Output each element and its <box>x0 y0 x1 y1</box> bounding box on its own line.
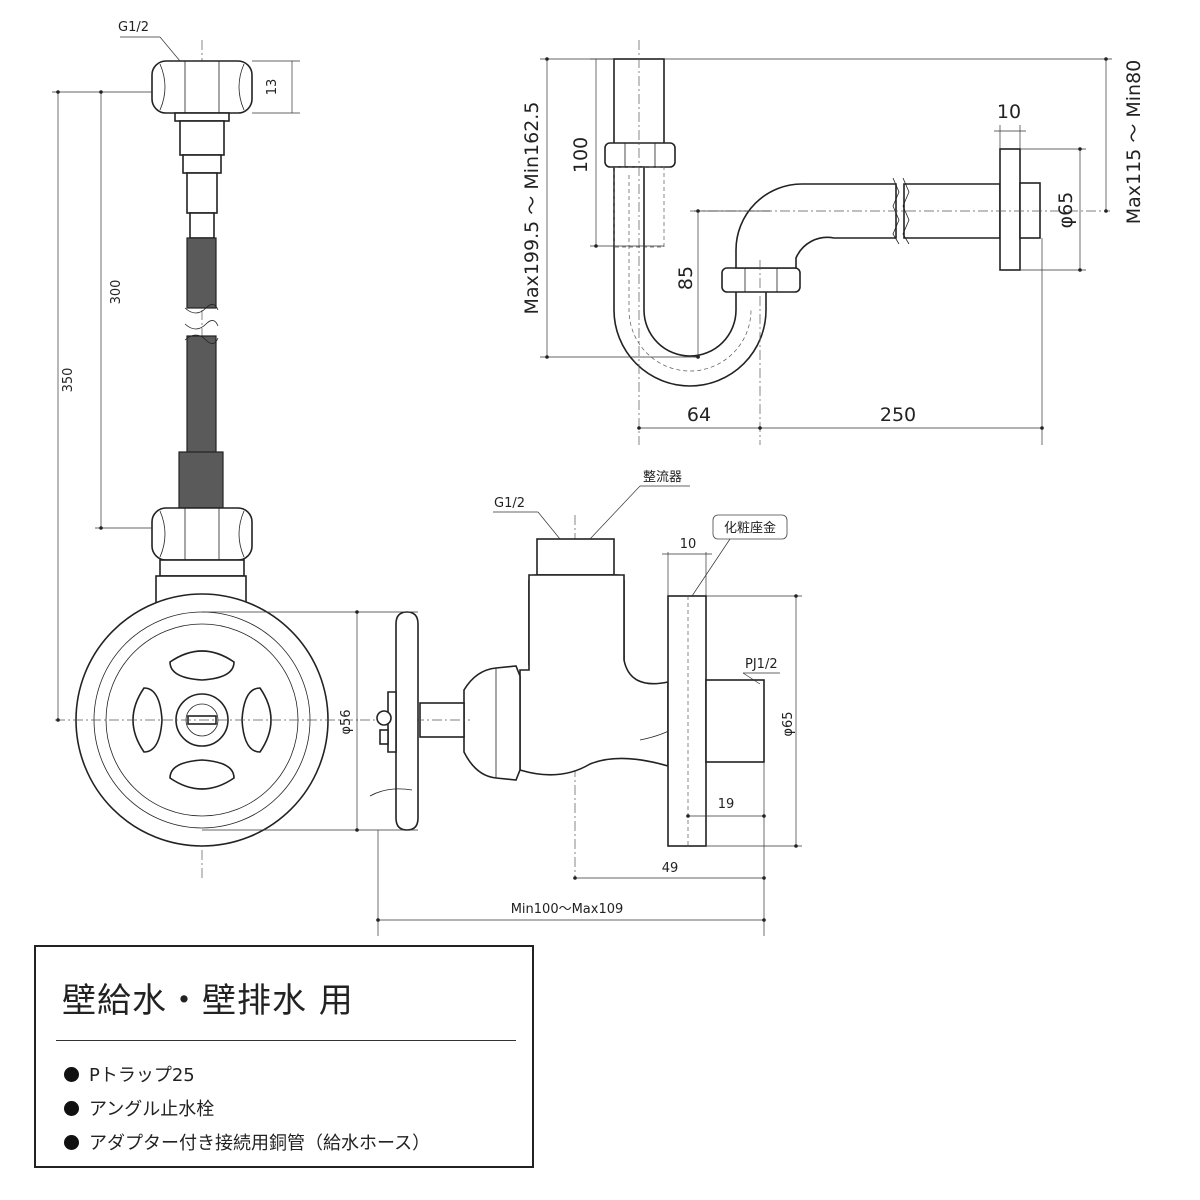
dim-escutcheon-thickness: 10 <box>680 537 697 552</box>
p-trap-view: Max199.5 ～ Min162.5 100 85 10 φ65 Max115… <box>521 40 1145 445</box>
dim-flange-dia: φ65 <box>1055 192 1077 229</box>
hose-lower <box>186 335 217 455</box>
dim-trap-overall-height: Max199.5 ～ Min162.5 <box>521 102 543 315</box>
hose-upper <box>186 237 217 309</box>
label-supply-thread: G1/2 <box>118 20 149 35</box>
legend-item-label: Pトラップ25 <box>89 1065 195 1086</box>
dim-trap-depth: 85 <box>675 266 697 290</box>
trap-lower-nut <box>721 267 801 293</box>
label-valve-inlet-thread: G1/2 <box>494 496 525 511</box>
supply-hose-view: 13 G1/2 300 350 <box>52 20 360 880</box>
dim-nut-height: 13 <box>265 79 280 96</box>
legend-title: 壁給水・壁排水 用 <box>62 981 354 1021</box>
dim-trap-width-a: 64 <box>687 404 711 426</box>
dim-wall-height: Max115 ～ Min80 <box>1123 60 1145 225</box>
dim-depth-a: 19 <box>718 797 735 812</box>
label-escutcheon: 化粧座金 <box>724 520 776 536</box>
legend-item-label: アングル止水栓 <box>89 1099 215 1120</box>
trap-upper-nut <box>604 142 676 168</box>
lower-hex-nut <box>151 507 253 561</box>
label-outlet-thread: PJ1/2 <box>745 657 778 672</box>
dim-depth-b: 49 <box>662 861 679 876</box>
dim-escutcheon-dia: φ65 <box>781 711 796 736</box>
legend-item: Pトラップ25 <box>64 1061 195 1087</box>
dim-flange-thickness: 10 <box>997 101 1021 123</box>
top-hex-nut <box>151 60 253 114</box>
legend-divider <box>56 1040 516 1041</box>
dim-tail-pipe-length: 100 <box>570 137 592 173</box>
legend-box: 壁給水・壁排水 用 Pトラップ25 アングル止水栓 アダプター付き接続用銅管（給… <box>34 945 534 1168</box>
dim-hose-length: 300 <box>109 280 124 305</box>
bullet-icon <box>64 1066 79 1082</box>
bullet-icon <box>64 1134 79 1150</box>
bullet-icon <box>64 1100 79 1116</box>
valve-bonnet-nut <box>463 665 521 781</box>
escutcheon <box>667 595 707 847</box>
legend-item: アングル止水栓 <box>64 1095 214 1121</box>
angle-valve-side-view: G1/2 整流器 化粧座金 10 PJ1/2 φ56 φ65 <box>202 470 802 936</box>
label-aerator: 整流器 <box>643 470 682 485</box>
dim-handle-dia: φ56 <box>339 709 354 734</box>
legend-item: アダプター付き接続用銅管（給水ホース） <box>64 1129 430 1155</box>
trap-flange <box>999 148 1021 271</box>
dim-trap-width-b: 250 <box>880 404 916 426</box>
legend-item-label: アダプター付き接続用銅管（給水ホース） <box>89 1133 431 1154</box>
valve-handle-side <box>376 611 419 831</box>
dim-projection: Min100～Max109 <box>511 902 624 917</box>
dim-total-length: 350 <box>61 368 76 393</box>
